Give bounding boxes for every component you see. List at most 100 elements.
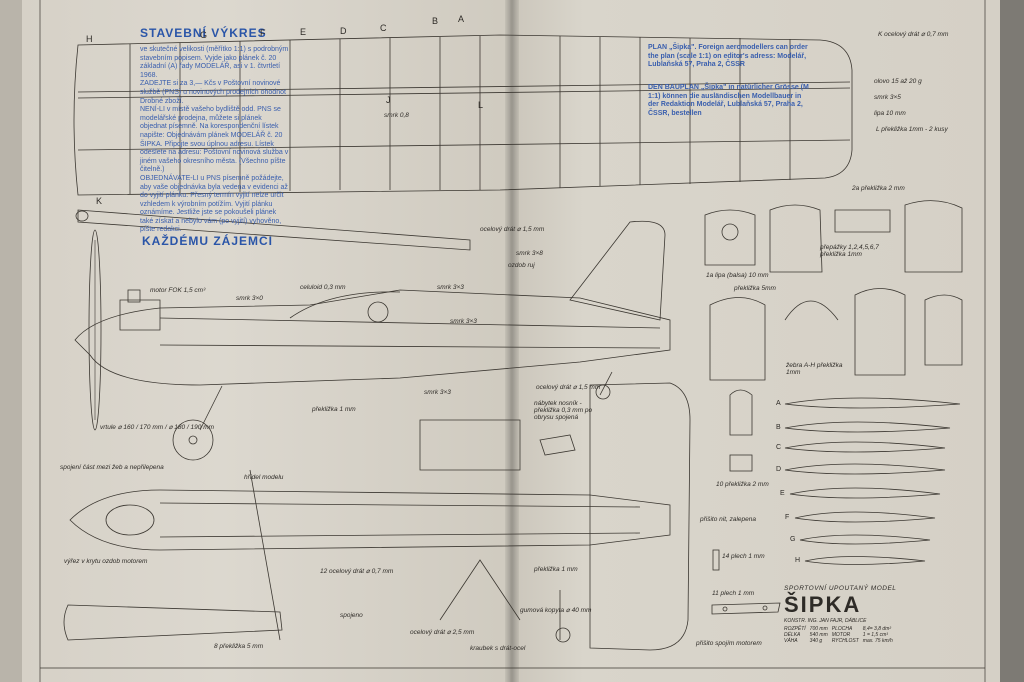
rib-letter: F (785, 514, 790, 521)
label-celuloid: celuloid 0,3 mm (300, 284, 346, 291)
section-letter: E (300, 27, 307, 37)
rib-letter: C (776, 444, 782, 451)
label-lipa-balsa: 1a lipa (balsa) 10 mm (706, 272, 769, 279)
title-block: SPORTOVNÍ UPOUTANÝ MODEL ŠIPKA KONSTR. I… (784, 585, 984, 644)
label-preklizka-2: 2a překližka 2 mm (852, 185, 905, 192)
label-spojeno: spojeno (340, 612, 363, 619)
section-letter: F (260, 28, 266, 38)
vertical-fin (569, 220, 666, 321)
fuselage-top (69, 489, 671, 551)
spec-row: DÉLKA 540 mm MOTOR 1 = 1,5 cm³ (784, 632, 897, 638)
model-title: ŠIPKA (784, 592, 862, 617)
order-paragraph: OBJEDNÁVATE-LI u PNS písemně požádejte, … (140, 174, 288, 234)
label-ocel-15b: ocelový drát ⌀ 1,5 mm (536, 384, 601, 391)
spec-table: ROZPĚTÍ 700 mm PLOCHA 8,4= 3,8 dm² DÉLKA… (784, 626, 897, 644)
rib-letter: B (776, 424, 781, 431)
label-smrk08: smrk 0,8 (384, 112, 409, 119)
order-paragraph: ZADEJTE si za 3,— Kčs v Poštovní novinov… (140, 80, 286, 105)
label-zebra: žebra A-H překližka 1mm (786, 362, 843, 376)
engine (119, 299, 161, 331)
label-vrtule: vrtule ⌀ 160 / 170 mm / ⌀ 180 / 190 mm (100, 424, 215, 431)
label-kraubek: kraubek s drát-ocel (470, 645, 526, 652)
wing-ribs-profiles (784, 397, 961, 565)
label-motor: motor FOK 1,5 cm³ (150, 287, 206, 294)
wing-ribs (129, 36, 791, 194)
label-smrk33: smrk 3×3 (437, 284, 464, 291)
page-edge-strip (0, 0, 22, 682)
label-preklizka-1-2: L překližka 1mm - 2 kusy (876, 126, 948, 133)
spec-cell: 340 g (809, 638, 823, 644)
gutter-shadow (505, 0, 519, 682)
section-letter: J (386, 95, 391, 105)
label-nabytek: nábytek nosník - překližka 0,3 mm po obr… (534, 400, 593, 421)
label-prisito: přišito nit, zalepena (700, 516, 757, 523)
spec-cell: RYCHLOST (831, 638, 859, 644)
label-gumova: gumová kopyta ⌀ 40 mm (520, 607, 592, 614)
spec-cell: PLOCHA (831, 626, 853, 632)
plan-german-text: DEN BAUPLAN „Šipka" in natürlicher Gröss… (648, 84, 809, 117)
plan-english-text: PLAN „Šipka". Foreign aeromodellers can … (648, 44, 808, 69)
spec-cell: VÁHA (784, 638, 798, 644)
wing-outline (73, 34, 853, 196)
spec-row: ROZPĚTÍ 700 mm PLOCHA 8,4= 3,8 dm² (784, 626, 897, 632)
section-letter: C (380, 23, 387, 33)
label-preklizka: překližka 1 mm (312, 406, 356, 413)
spec-cell: 700 mm (809, 626, 828, 632)
label-lipa: lipa 10 mm (874, 110, 906, 117)
spec-cell: DÉLKA (784, 632, 801, 638)
label-plech-1b: 11 plech 1 mm (712, 590, 755, 597)
rib-letter: D (776, 466, 782, 473)
label-preklizka-1m: překližka 1 mm (534, 566, 578, 573)
section-letter: A (458, 14, 465, 24)
label-hridel: hřídel modelu (244, 474, 284, 481)
order-paragraph: ve skutečné velikosti (měřítko 1:1) s po… (140, 46, 289, 79)
label-ocel-15: ocelový drát ⌀ 1,5 mm (480, 226, 545, 233)
fuselage-side (74, 289, 671, 386)
label-preklizka-5: překližka 5mm (734, 285, 776, 292)
horizontal-stabilizer (589, 382, 691, 651)
wing-bracket (63, 604, 283, 641)
label-ocelovy-25: ocelový drát ⌀ 2,5 mm (410, 629, 475, 636)
label-preklizka-5: 8 překližka 5 mm (214, 643, 264, 650)
wing-trailing-strip (77, 209, 471, 251)
label-ocel-07: K ocelový drát ⌀ 0,7 mm (878, 31, 949, 38)
section-letter: B (432, 16, 439, 26)
spec-cell: ROZPĚTÍ (784, 626, 806, 632)
model-category: SPORTOVNÍ UPOUTANÝ MODEL (784, 585, 897, 592)
spec-row: VÁHA 340 g RYCHLOST max. 75 km/h (784, 638, 897, 644)
model-author: KONSTR. ING. JAN FAJR, DÁBLICE (784, 618, 867, 624)
section-letter: G (200, 30, 208, 40)
spec-cell: 540 mm (809, 632, 828, 638)
spec-cell: max. 75 km/h (862, 638, 893, 644)
rib-letter: A (776, 400, 781, 407)
label-prisito-2: přišito spojím motorem (696, 640, 762, 647)
label-olovo: olovo 15 až 20 g (874, 78, 922, 85)
spec-cell: 1 = 1,5 cm³ (862, 632, 888, 638)
rib-letter: E (780, 490, 785, 497)
label-plech-1: 14 plech 1 mm (722, 553, 765, 560)
label-smrk30: smrk 3×0 (236, 295, 263, 302)
label-vyrez: výřez v krytu ozdob motorem (64, 558, 148, 565)
spec-cell: 8,4= 3,8 dm² (862, 626, 891, 632)
label-preklizka-2b: 10 překližka 2 mm (716, 481, 769, 488)
right-page (510, 0, 1000, 682)
left-page (22, 0, 522, 682)
order-paragraph: NENÍ-LI v místě vašeho bydliště odd. PNS… (140, 106, 289, 174)
spec-cell: MOTOR (831, 632, 851, 638)
label-smrk35: smrk 3×5 (874, 94, 901, 101)
rib-letter: G (790, 536, 796, 543)
rib-letter: H (795, 557, 801, 564)
label-ozdob: ozdob ruj (508, 262, 535, 269)
section-letter: L (478, 100, 484, 110)
heading-kazdemu-zajemci: KAŽDÉMU ZÁJEMCI (142, 234, 273, 248)
label-smrk33: smrk 3×3 (424, 389, 451, 396)
label-spojeni: spojení část mezi žeb a nepřilepena (60, 464, 164, 471)
section-letter: H (86, 34, 93, 44)
heading-stavebni-vykres: STAVEBNÍ VÝKRES (140, 26, 267, 40)
canopy (289, 291, 401, 319)
order-info-text: ve skutečné velikosti (měřítko 1:1) s po… (140, 46, 290, 235)
section-letter: K (96, 196, 103, 206)
label-smrk38: smrk 3×8 (516, 250, 543, 257)
